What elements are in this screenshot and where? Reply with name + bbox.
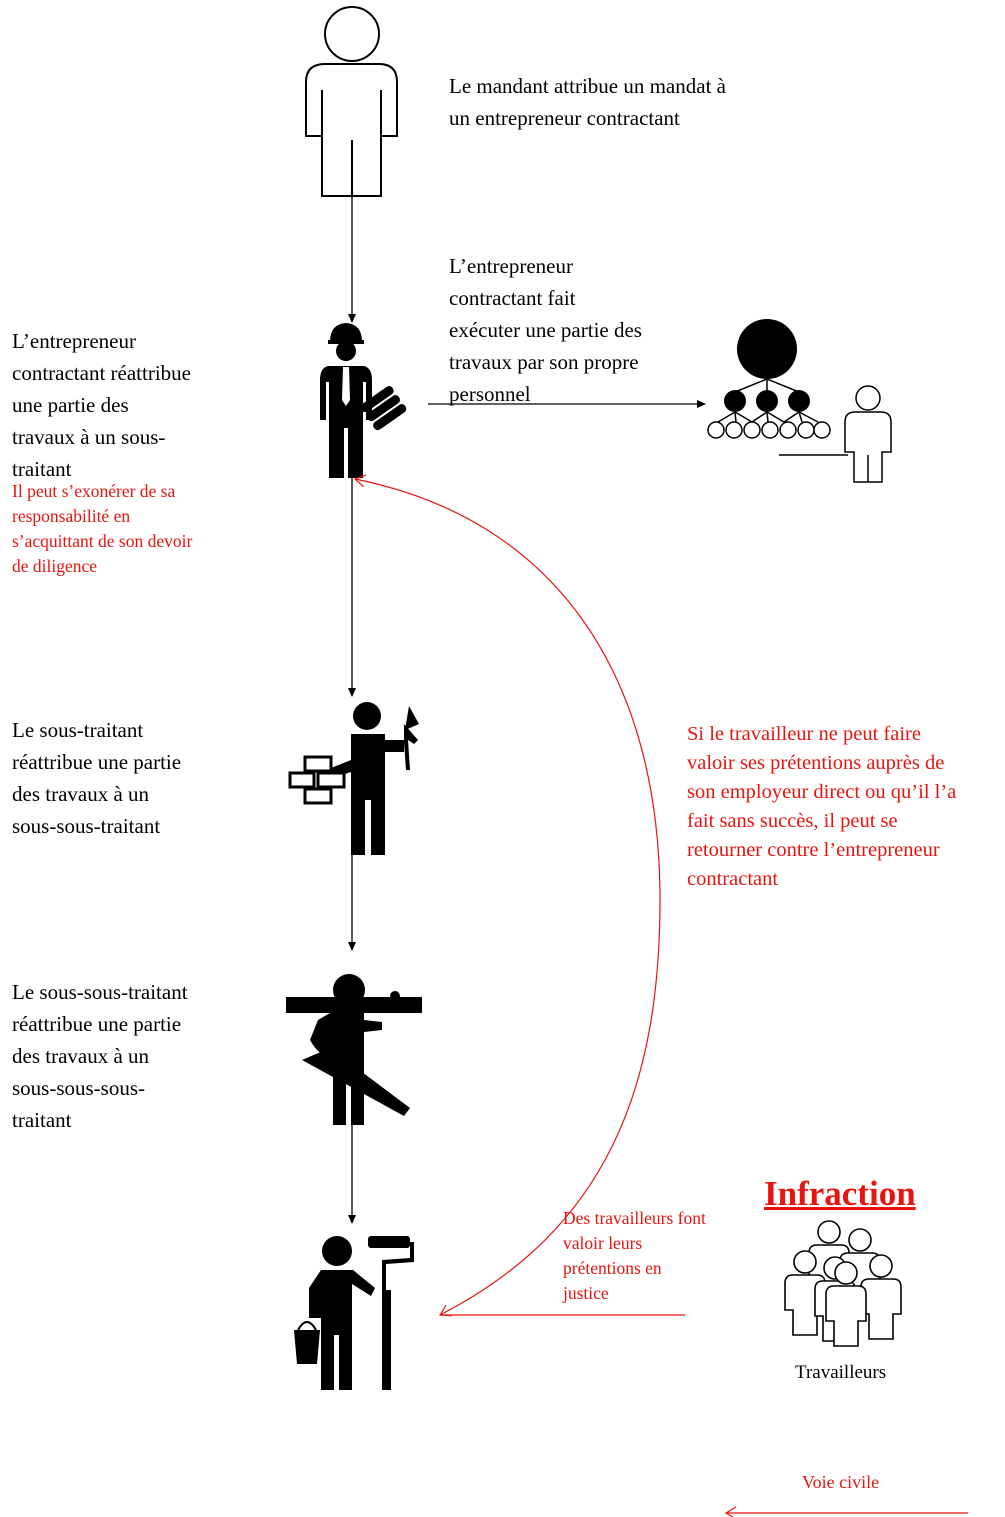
person-outline-icon — [305, 6, 398, 197]
sous-traitant-text: Le sous-traitant réattribue une partie d… — [12, 718, 182, 838]
bricklayer-icon — [288, 702, 419, 855]
recours-text: Si le travailleur ne peut faire valoir s… — [687, 723, 957, 890]
contractant-reattribue-text: L’entrepreneur contractant réattribue un… — [12, 329, 191, 481]
mandant-text: Le mandant attribue un mandat à un entre… — [449, 74, 726, 130]
travailleurs-caption: Travailleurs — [795, 1362, 887, 1383]
red-arrows — [353, 474, 968, 1517]
org-chart-icon — [707, 319, 892, 483]
delegation-arrows — [348, 196, 706, 1224]
infraction-title: Infraction — [764, 1174, 916, 1213]
exonerer-text: Il peut s’exonérer de sa responsabilité … — [12, 481, 193, 576]
workers-group-icon — [784, 1220, 902, 1347]
propre-personnel-text: L’entrepreneur contractant fait exécuter… — [449, 254, 642, 406]
recourse-arc-arrow — [353, 474, 661, 1317]
pretentions-text: Des travailleurs font valoir leurs préte… — [563, 1208, 706, 1303]
carpenter-icon — [286, 974, 422, 1125]
engineer-icon — [320, 323, 407, 478]
voie-civile-label: Voie civile — [802, 1472, 880, 1492]
painter-icon — [294, 1236, 414, 1390]
sous-sous-traitant-text: Le sous-sous-traitant réattribue une par… — [12, 980, 188, 1132]
